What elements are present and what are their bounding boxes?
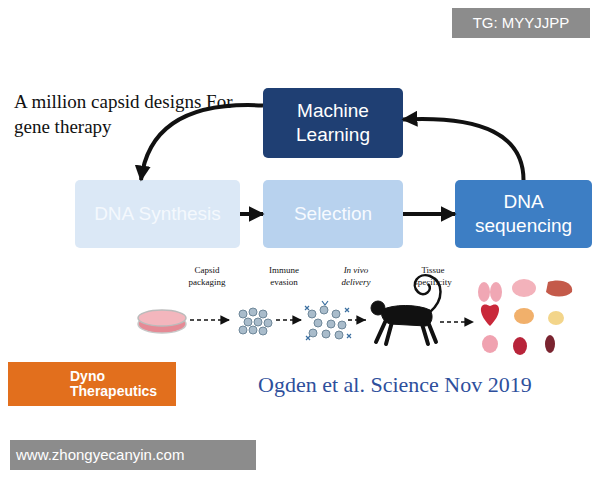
process-box: Machine Learning bbox=[263, 88, 403, 158]
flow-arrow bbox=[141, 105, 263, 180]
company-logo: Dyno Therapeutics bbox=[8, 362, 176, 406]
flow-arrow bbox=[403, 212, 455, 216]
step-label: Tissue specificity bbox=[406, 264, 460, 288]
step-label: In vivo delivery bbox=[332, 264, 380, 288]
flow-arrow bbox=[240, 212, 263, 216]
watermark: TG: MYYJJPP bbox=[452, 8, 590, 38]
step-label: Capsid packaging bbox=[176, 264, 238, 288]
watermark: www.zhongyecanyin.com bbox=[10, 440, 256, 470]
box-text: DNA Synthesis bbox=[94, 202, 221, 226]
citation: Ogden et al. Science Nov 2019 bbox=[258, 372, 600, 398]
step-label: Immune evasion bbox=[256, 264, 312, 288]
box-text: Machine Learning bbox=[271, 99, 395, 147]
process-box: Selection bbox=[263, 180, 403, 248]
capsid-cluster bbox=[239, 308, 272, 335]
intro-text: A million capsid designs For gene therap… bbox=[14, 90, 249, 139]
capsid-antibody-cluster bbox=[305, 301, 351, 340]
petri-dish bbox=[138, 310, 186, 333]
flow-arrow bbox=[403, 119, 524, 180]
box-text: DNA sequencing bbox=[463, 190, 584, 238]
box-text: Selection bbox=[294, 202, 372, 226]
process-box: DNA sequencing bbox=[455, 180, 592, 248]
process-box: DNA Synthesis bbox=[75, 180, 240, 248]
organs bbox=[478, 279, 572, 355]
